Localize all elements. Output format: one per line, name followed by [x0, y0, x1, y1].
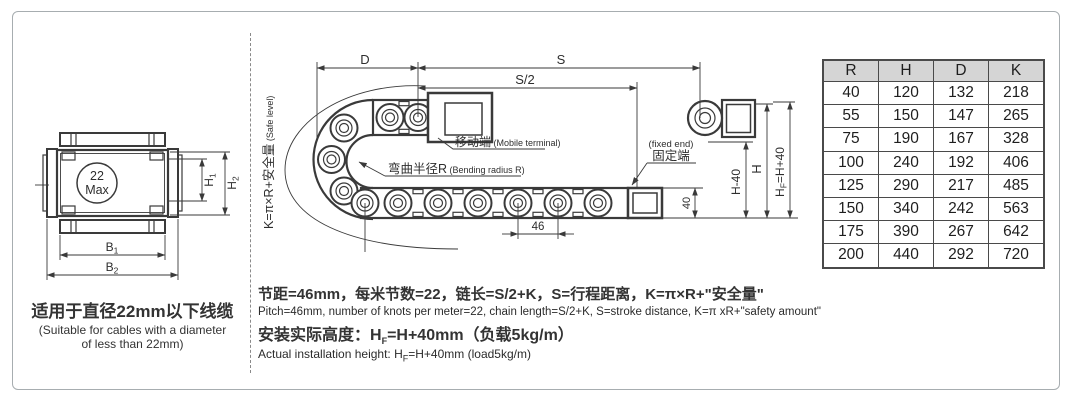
note-pitch-en: Pitch=46mm, number of knots per meter=22… — [258, 306, 821, 318]
pitch-dimension: 46 — [364, 203, 574, 252]
dim-label-40: 40 — [681, 197, 693, 209]
col-header-r: R — [822, 59, 879, 82]
table-cell: 440 — [878, 243, 934, 268]
table-cell: 720 — [988, 243, 1045, 268]
leader-labels: 移动端 (Mobile terminal) 弯曲半径R (Bending rad… — [358, 135, 696, 186]
dim-label-h1: H1 — [202, 173, 218, 187]
mobile-terminal-label: 移动端 (Mobile terminal) — [455, 135, 561, 149]
table-header-row: R H D K — [822, 59, 1045, 82]
table-cell: 390 — [878, 220, 934, 245]
table-cell: 120 — [878, 80, 934, 106]
chain-link — [317, 113, 359, 206]
safe-level-arc — [284, 85, 459, 250]
table-cell: 292 — [933, 243, 989, 268]
table-cell: 55 — [822, 104, 879, 129]
table-cell: 328 — [988, 127, 1045, 152]
col-header-h: H — [878, 59, 934, 82]
table-cell: 40 — [822, 80, 879, 106]
table-cell: 242 — [933, 196, 989, 222]
fixed-end-label-en: (fixed end) — [649, 139, 694, 150]
chain-top-run — [371, 91, 494, 144]
fixed-end-piece — [686, 98, 757, 139]
cross-section-dimensions: H1 H2 B1 B2 — [46, 151, 241, 280]
dim-label-h: H — [749, 164, 764, 173]
col-header-k: K — [988, 59, 1045, 82]
chain-bend — [312, 98, 374, 221]
suitability-caption: 适用于直径22mm以下线缆 (Suitable for cables with … — [10, 297, 255, 351]
top-dimensions: D S S/2 — [316, 52, 701, 188]
dim-label-hf: HF=H+40 — [773, 147, 789, 197]
table-cell: 406 — [988, 150, 1045, 175]
table-cell: 265 — [988, 104, 1045, 129]
dim-label-s: S — [557, 52, 566, 67]
table-cell: 190 — [878, 127, 934, 152]
carrier-body — [35, 132, 183, 234]
suitability-caption-en: (Suitable for cables with a diameter of … — [38, 323, 227, 351]
table-cell: 563 — [988, 196, 1045, 222]
table-cell: 100 — [822, 150, 879, 175]
fixed-end-label-zh: 固定端 — [652, 148, 690, 163]
note-height-zh: 安装实际高度：HF=H+40mm（负载5kg/m） — [258, 327, 574, 347]
cable-diameter-max: Max — [85, 183, 109, 197]
table-cell: 290 — [878, 173, 934, 198]
dim-label-h-minus-40: H-40 — [729, 169, 743, 195]
bending-radius-label: 弯曲半径R (Bending radius R) — [388, 161, 525, 176]
table-cell: 267 — [933, 220, 989, 245]
chain-bottom-run — [350, 186, 664, 220]
table-cell: 240 — [878, 150, 934, 175]
dim-label-h2: H2 — [225, 176, 241, 190]
table-cell: 192 — [933, 150, 989, 175]
page-border — [12, 11, 1060, 390]
dim-label-b2: B2 — [106, 260, 119, 276]
table-cell: 642 — [988, 220, 1045, 245]
height-dimensions: 40 H-40 H HF=H+40 — [662, 101, 798, 219]
table-cell: 150 — [878, 104, 934, 129]
table-cell: 217 — [933, 173, 989, 198]
table-cell: 167 — [933, 127, 989, 152]
table-cell: 200 — [822, 243, 879, 268]
col-header-d: D — [933, 59, 989, 82]
table-cell: 150 — [822, 196, 879, 222]
suitability-caption-zh: 适用于直径22mm以下线缆 — [31, 302, 234, 321]
k-dimension-label: K=π×R+安全量 (Safe level) — [261, 96, 276, 229]
dim-label-46: 46 — [532, 221, 545, 233]
dim-label-s-half: S/2 — [515, 72, 535, 87]
note-height-en: Actual installation height: HF=H+40mm (l… — [258, 347, 531, 364]
section-divider-dashed — [250, 33, 251, 373]
dim-label-b1: B1 — [106, 240, 119, 256]
dim-label-d: D — [360, 52, 369, 67]
table-cell: 125 — [822, 173, 879, 198]
table-cell: 485 — [988, 173, 1045, 198]
cable-diameter-value: 22 — [90, 169, 104, 183]
cable-diameter-circle: 22 Max — [76, 162, 118, 204]
table-cell: 175 — [822, 220, 879, 245]
note-pitch-zh: 节距=46mm，每米节数=22，链长=S/2+K，S=行程距离，K=π×R+"安… — [258, 286, 764, 303]
table-cell: 75 — [822, 127, 879, 152]
notes-block: 节距=46mm，每米节数=22，链长=S/2+K，S=行程距离，K=π×R+"安… — [258, 283, 843, 364]
table-cell: 340 — [878, 196, 934, 222]
table-cell: 132 — [933, 80, 989, 106]
table-cell: 218 — [988, 80, 1045, 106]
table-cell: 147 — [933, 104, 989, 129]
cross-section-drawing: 22 Max H1 H2 B1 B2 — [35, 132, 241, 280]
drag-chain-side-view: K=π×R+安全量 (Safe level) — [261, 52, 798, 252]
